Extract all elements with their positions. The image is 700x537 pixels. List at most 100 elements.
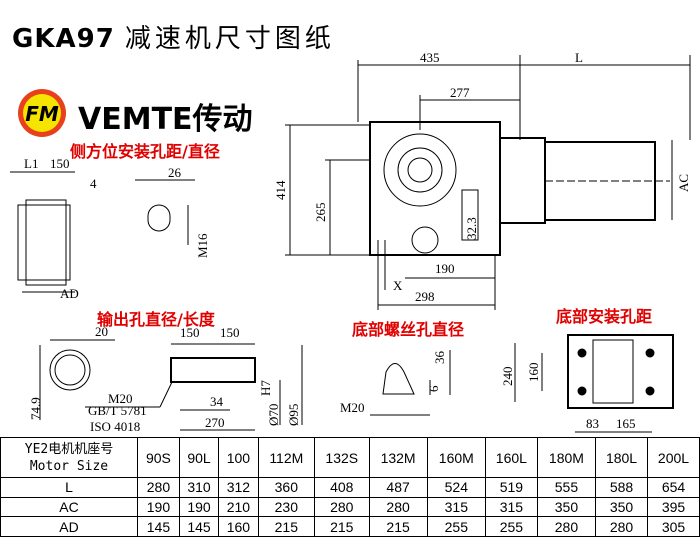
cell: 145 <box>137 516 180 537</box>
cell: 350 <box>595 496 648 518</box>
cell: 487 <box>368 477 428 498</box>
cell: 215 <box>368 516 428 537</box>
label-side-mount: 侧方位安装孔距/直径 <box>70 142 220 161</box>
svg-text:240: 240 <box>500 367 515 387</box>
svg-text:X: X <box>393 278 403 293</box>
svg-text:32.3: 32.3 <box>464 217 479 240</box>
cell: 315 <box>484 496 538 518</box>
thread-view <box>370 350 451 416</box>
size-cell: 160L <box>484 437 538 478</box>
svg-text:L1: L1 <box>24 156 38 171</box>
svg-text:165: 165 <box>616 416 636 431</box>
size-cell: 200L <box>646 437 700 478</box>
brand-logo: FM <box>18 89 66 137</box>
row-label: AD <box>0 516 138 537</box>
cell: 160 <box>218 516 259 537</box>
svg-text:ISO 4018: ISO 4018 <box>90 419 140 434</box>
cell: 588 <box>595 477 648 498</box>
size-cell: 180L <box>595 437 648 478</box>
cell: 654 <box>646 477 700 498</box>
cell: 255 <box>426 516 486 537</box>
size-cell: 90S <box>137 437 180 478</box>
svg-text:AC: AC <box>676 174 691 192</box>
row-label: AC <box>0 496 138 518</box>
shaft-view <box>39 339 303 431</box>
main-view <box>285 55 691 310</box>
cell: 215 <box>257 516 316 537</box>
cell: 350 <box>536 496 597 518</box>
cell: 230 <box>257 496 316 518</box>
svg-text:265: 265 <box>313 203 328 223</box>
svg-text:74.9: 74.9 <box>28 397 43 420</box>
cell: 280 <box>314 496 370 518</box>
side-view <box>10 171 195 293</box>
row-label: L <box>0 477 138 498</box>
cell: 280 <box>595 516 648 537</box>
cell: 190 <box>178 496 220 518</box>
cell: 145 <box>178 516 220 537</box>
svg-text:150: 150 <box>220 325 240 340</box>
cell: 524 <box>426 477 486 498</box>
svg-text:20: 20 <box>95 324 108 339</box>
brand-name: VEMTE传动 <box>78 102 253 137</box>
cell: 305 <box>646 516 700 537</box>
size-cell: 112M <box>257 437 316 478</box>
cell: 210 <box>218 496 259 518</box>
svg-text:L: L <box>575 50 583 65</box>
svg-text:Ø95: Ø95 <box>286 404 301 426</box>
svg-text:190: 190 <box>435 261 455 276</box>
svg-text:34: 34 <box>210 394 224 409</box>
svg-text:277: 277 <box>450 85 470 100</box>
svg-text:FM: FM <box>25 102 59 126</box>
svg-text:M16: M16 <box>195 233 210 258</box>
page-title: GKA97 减速机尺寸图纸 <box>12 24 335 54</box>
size-cell: 180M <box>536 437 597 478</box>
svg-text:270: 270 <box>205 415 225 430</box>
svg-text:160: 160 <box>526 363 541 383</box>
cell: 280 <box>368 496 428 518</box>
svg-text:M20: M20 <box>108 391 133 406</box>
svg-text:435: 435 <box>420 50 440 65</box>
svg-text:83: 83 <box>586 416 599 431</box>
cell: 360 <box>257 477 316 498</box>
size-cell: 100 <box>218 437 259 478</box>
cell: 519 <box>484 477 538 498</box>
size-cell: 132M <box>368 437 428 478</box>
size-cell: 160M <box>426 437 486 478</box>
cell: 555 <box>536 477 597 498</box>
label-bottom-thread: 底部螺丝孔直径 <box>352 320 465 339</box>
drawing: FM L1 150 4 AD 26 M16 435 L 277 414 265 … <box>10 50 691 434</box>
svg-text:H7: H7 <box>258 380 273 396</box>
svg-text:298: 298 <box>415 289 435 304</box>
svg-text:6: 6 <box>426 385 441 392</box>
size-cell: 132S <box>314 437 370 478</box>
svg-text:AD: AD <box>60 286 79 301</box>
svg-text:4: 4 <box>90 176 97 191</box>
label-output-hole: 输出孔直径/长度 <box>97 310 215 329</box>
svg-text:150: 150 <box>180 325 200 340</box>
cell: 310 <box>178 477 220 498</box>
cell: 395 <box>646 496 700 518</box>
svg-text:Ø70: Ø70 <box>266 404 281 426</box>
bottom-view <box>514 334 674 433</box>
svg-text:36: 36 <box>432 351 447 365</box>
cell: 255 <box>484 516 538 537</box>
label-bottom-mount: 底部安装孔距 <box>556 307 653 326</box>
cell: 280 <box>137 477 180 498</box>
cell: 315 <box>426 496 486 518</box>
svg-text:M20: M20 <box>340 400 365 415</box>
svg-text:GB/T 5781: GB/T 5781 <box>88 403 147 418</box>
svg-text:26: 26 <box>168 165 182 180</box>
cell: 280 <box>536 516 597 537</box>
cell: 215 <box>314 516 370 537</box>
svg-text:414: 414 <box>273 180 288 200</box>
size-cell: 90L <box>178 437 220 478</box>
svg-text:150: 150 <box>50 156 70 171</box>
cell: 190 <box>137 496 180 518</box>
